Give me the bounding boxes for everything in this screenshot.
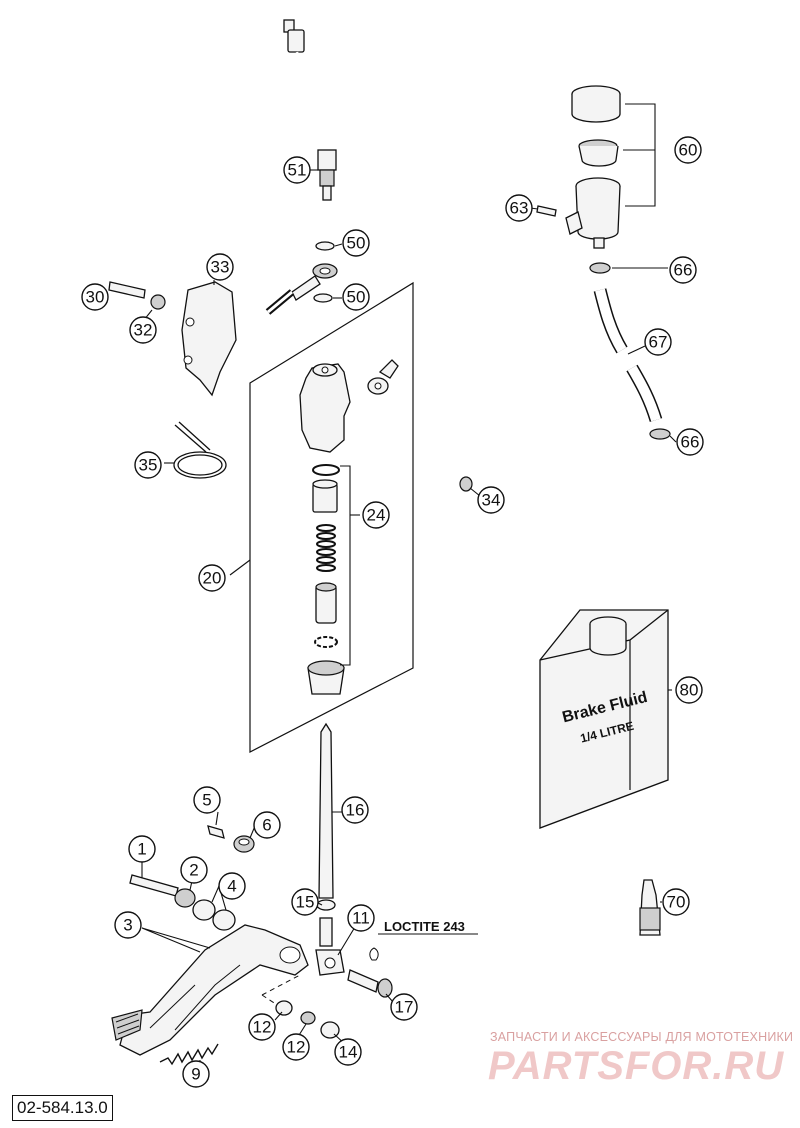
bracket-60 [623, 103, 656, 207]
svg-text:34: 34 [482, 491, 501, 510]
pivot-bolt [129, 874, 236, 931]
callout-32: 32 [129, 316, 157, 344]
callout-20: 20 [198, 564, 226, 592]
nut-34 [459, 476, 473, 492]
svg-text:33: 33 [211, 258, 230, 277]
brake-fluid-can [539, 609, 669, 829]
callout-50a: 50 [342, 229, 370, 257]
callout-11: 11 [347, 904, 375, 932]
svg-text:11: 11 [352, 909, 370, 928]
callout-63: 63 [505, 194, 533, 222]
svg-text:66: 66 [674, 261, 693, 280]
svg-text:51: 51 [288, 161, 307, 180]
callout-9: 9 [182, 1060, 210, 1088]
return-spring [159, 1043, 219, 1066]
callout-4: 4 [218, 872, 246, 900]
callout-33: 33 [206, 253, 234, 281]
callout-17: 17 [390, 993, 418, 1021]
callout-66b: 66 [676, 428, 704, 456]
svg-text:15: 15 [296, 893, 315, 912]
svg-text:1: 1 [137, 840, 146, 859]
svg-text:50: 50 [347, 288, 366, 307]
hose [589, 262, 671, 440]
svg-text:63: 63 [510, 199, 529, 218]
callout-51: 51 [283, 156, 311, 184]
svg-text:16: 16 [346, 801, 365, 820]
svg-text:35: 35 [139, 456, 158, 475]
svg-text:14: 14 [339, 1043, 358, 1062]
callout-14: 14 [334, 1038, 362, 1066]
callout-15: 15 [291, 888, 319, 916]
heel-guard [108, 281, 237, 397]
master-cylinder-body [299, 359, 399, 453]
loctite-bottle [639, 879, 661, 936]
svg-text:12: 12 [287, 1038, 306, 1057]
svg-text:9: 9 [191, 1065, 200, 1084]
svg-text:24: 24 [367, 506, 386, 525]
svg-text:2: 2 [189, 861, 198, 880]
svg-text:17: 17 [395, 998, 414, 1017]
callout-67: 67 [644, 328, 672, 356]
callout-35: 35 [134, 451, 162, 479]
callout-6: 6 [253, 811, 281, 839]
svg-text:3: 3 [123, 916, 132, 935]
svg-text:5: 5 [202, 791, 211, 810]
svg-text:60: 60 [679, 141, 698, 160]
stop-screw [207, 825, 255, 853]
svg-text:12: 12 [253, 1018, 272, 1037]
callout-30: 30 [81, 283, 109, 311]
svg-text:20: 20 [203, 569, 222, 588]
callout-2: 2 [180, 856, 208, 884]
svg-text:32: 32 [134, 321, 153, 340]
document-code: 02-584.13.0 [12, 1095, 113, 1121]
callout-16: 16 [341, 796, 369, 824]
svg-text:66: 66 [681, 433, 700, 452]
svg-text:50: 50 [347, 234, 366, 253]
banjo-fitting [265, 241, 338, 315]
callout-3: 3 [114, 911, 142, 939]
callout-5: 5 [193, 786, 221, 814]
svg-text:80: 80 [680, 681, 699, 700]
svg-text:6: 6 [262, 816, 271, 835]
callout-80: 80 [675, 676, 703, 704]
callout-70: 70 [662, 888, 690, 916]
callout-34: 34 [477, 486, 505, 514]
brake-pedal [111, 924, 309, 1056]
callout-60: 60 [674, 136, 702, 164]
reservoir [536, 85, 621, 249]
callout-50b: 50 [342, 283, 370, 311]
watermark-logo: PARTSFOR.RU [488, 1044, 785, 1088]
washers-nut [275, 1000, 340, 1039]
callout-66a: 66 [669, 256, 697, 284]
push-rod [316, 722, 336, 947]
clevis [315, 947, 393, 998]
svg-text:30: 30 [86, 288, 105, 307]
callout-12a: 12 [248, 1013, 276, 1041]
brake-light-switch [283, 19, 337, 201]
cable-tie [173, 421, 227, 479]
bracket-24 [340, 465, 351, 666]
loctite-note: LOCTITE 243 [384, 919, 465, 934]
callout-12b: 12 [282, 1033, 310, 1061]
piston-kit [307, 464, 345, 695]
watermark-tagline: ЗАПЧАСТИ И АКСЕССУАРЫ ДЛЯ МОТОТЕХНИКИ [490, 1030, 794, 1044]
svg-text:70: 70 [667, 893, 686, 912]
svg-text:67: 67 [649, 333, 668, 352]
callout-24: 24 [362, 501, 390, 529]
callout-1: 1 [128, 835, 156, 863]
svg-text:4: 4 [227, 877, 236, 896]
assembly-frame [249, 281, 414, 753]
